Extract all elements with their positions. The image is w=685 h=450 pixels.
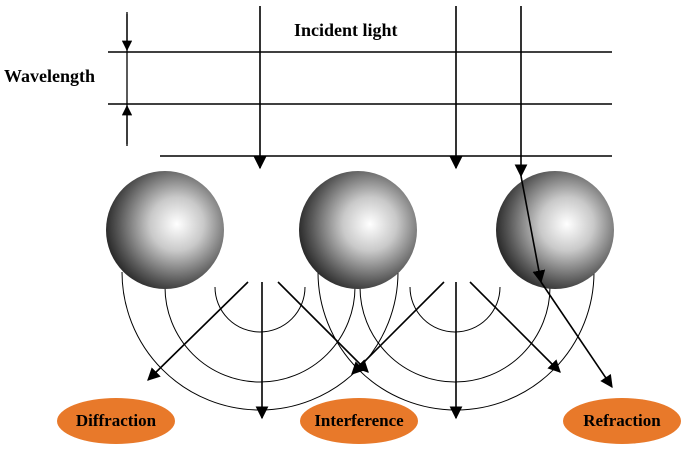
wavelength-label: Wavelength — [4, 66, 96, 86]
scatter-arrow-right-1 — [277, 281, 369, 373]
scattered-waves-sphere-1 — [121, 271, 399, 411]
scatter-arrow-right-2 — [469, 281, 561, 373]
scatter-arrow-left-2 — [351, 281, 445, 375]
refraction-path-inside — [520, 175, 546, 284]
particle-sphere-1 — [106, 171, 224, 289]
particle-sphere-2 — [299, 171, 417, 289]
particle-sphere-3 — [496, 171, 614, 289]
refraction-exit-arrow — [540, 281, 613, 389]
diffraction-badge: Diffraction — [57, 398, 175, 444]
interference-badge: Interference — [300, 398, 418, 444]
diffraction-arrow — [147, 281, 249, 381]
refraction-badge: Refraction — [563, 398, 681, 444]
incident-light-label: Incident light — [294, 20, 398, 40]
